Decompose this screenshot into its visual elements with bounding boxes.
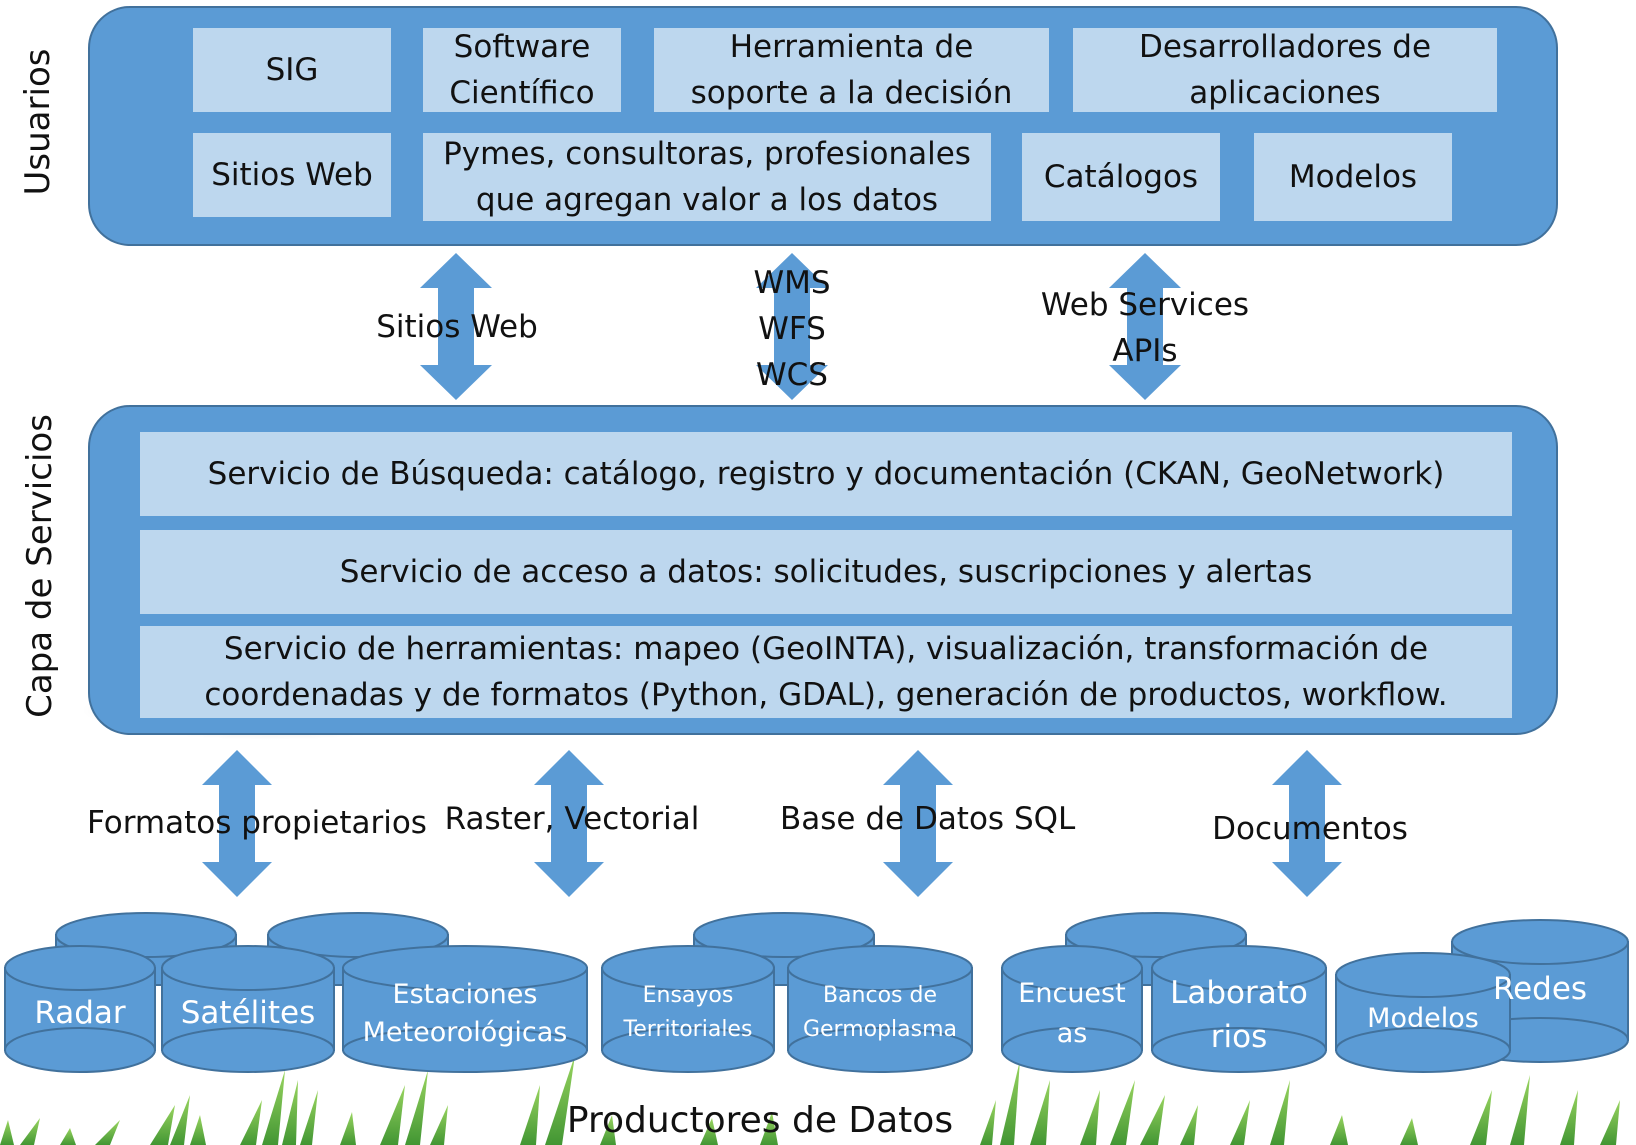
cylinder-laboratorios — [1151, 945, 1327, 1073]
producer-label-satelites: Satélites — [180, 995, 316, 1031]
user-box-modelos: Modelos — [1254, 133, 1452, 221]
capa-servicios-side-label: Capa de Servicios — [20, 414, 60, 718]
user-box-herramienta-decision: Herramienta de soporte a la decisión — [654, 28, 1049, 112]
link-label-formatos: Formatos propietarios — [87, 805, 427, 841]
lower-arrows — [202, 750, 1342, 897]
arrow-ogc — [756, 253, 828, 400]
producer-label-laboratorios: Laborato rios — [1170, 975, 1308, 1055]
user-box-sitios-web: Sitios Web — [193, 133, 391, 217]
arrow-sql — [883, 750, 953, 897]
link-label-web-services: Web Services — [1040, 287, 1250, 323]
link-label-documentos: Documentos — [1212, 811, 1408, 847]
link-label-wms: WMS — [753, 265, 831, 301]
cylinder-ensayos — [601, 945, 775, 1073]
producer-label-modelos: Modelos — [1367, 1002, 1479, 1034]
arrow-sitios-web — [420, 253, 492, 400]
grass-decoration — [0, 1055, 1620, 1145]
cylinder-encuestas — [1001, 945, 1143, 1073]
user-box-desarrolladores: Desarrolladores de aplicaciones — [1073, 28, 1497, 112]
producer-label-bancos: Bancos de Germoplasma — [802, 983, 958, 1042]
user-box-sig: SIG — [193, 28, 391, 112]
link-label-sitios-web: Sitios Web — [376, 309, 538, 345]
service-herramientas: Servicio de herramientas: mapeo (GeoINTA… — [140, 626, 1512, 718]
link-label-apis: APIs — [1112, 333, 1178, 369]
cylinder-radar — [4, 945, 156, 1073]
user-box-software-cientifico: Software Científico — [423, 28, 621, 112]
producer-label-redes: Redes — [1492, 971, 1588, 1007]
link-label-raster: Raster, Vectorial — [444, 801, 700, 837]
service-acceso: Servicio de acceso a datos: solicitudes,… — [140, 530, 1512, 614]
data-cylinders — [4, 912, 1629, 1073]
link-label-wfs: WFS — [758, 311, 826, 347]
arrow-documentos — [1272, 750, 1342, 897]
cylinder-satelites — [161, 945, 335, 1073]
producer-label-radar: Radar — [34, 995, 126, 1031]
arrow-formatos — [202, 750, 272, 897]
arrow-raster — [534, 750, 604, 897]
producer-label-estaciones: Estaciones Meteorológicas — [362, 979, 568, 1048]
upper-arrows — [420, 253, 1181, 400]
usuarios-side-label: Usuarios — [18, 48, 58, 196]
producer-label-ensayos: Ensayos Territoriales — [623, 983, 753, 1042]
productores-de-datos-label: Productores de Datos — [566, 1100, 954, 1141]
user-box-catalogos: Catálogos — [1022, 133, 1220, 221]
arrow-web-services — [1109, 253, 1181, 400]
cylinder-bancos — [787, 945, 973, 1073]
link-label-base-datos: Base de Datos SQL — [780, 801, 1076, 837]
producer-label-encuestas: Encuest as — [1018, 978, 1126, 1049]
cylinder-modelos — [1335, 952, 1511, 1073]
link-label-wcs: WCS — [756, 357, 828, 393]
service-busqueda: Servicio de Búsqueda: catálogo, registro… — [140, 432, 1512, 516]
user-box-pymes: Pymes, consultoras, profesionales que ag… — [423, 133, 991, 221]
cylinder-estaciones — [342, 945, 588, 1073]
